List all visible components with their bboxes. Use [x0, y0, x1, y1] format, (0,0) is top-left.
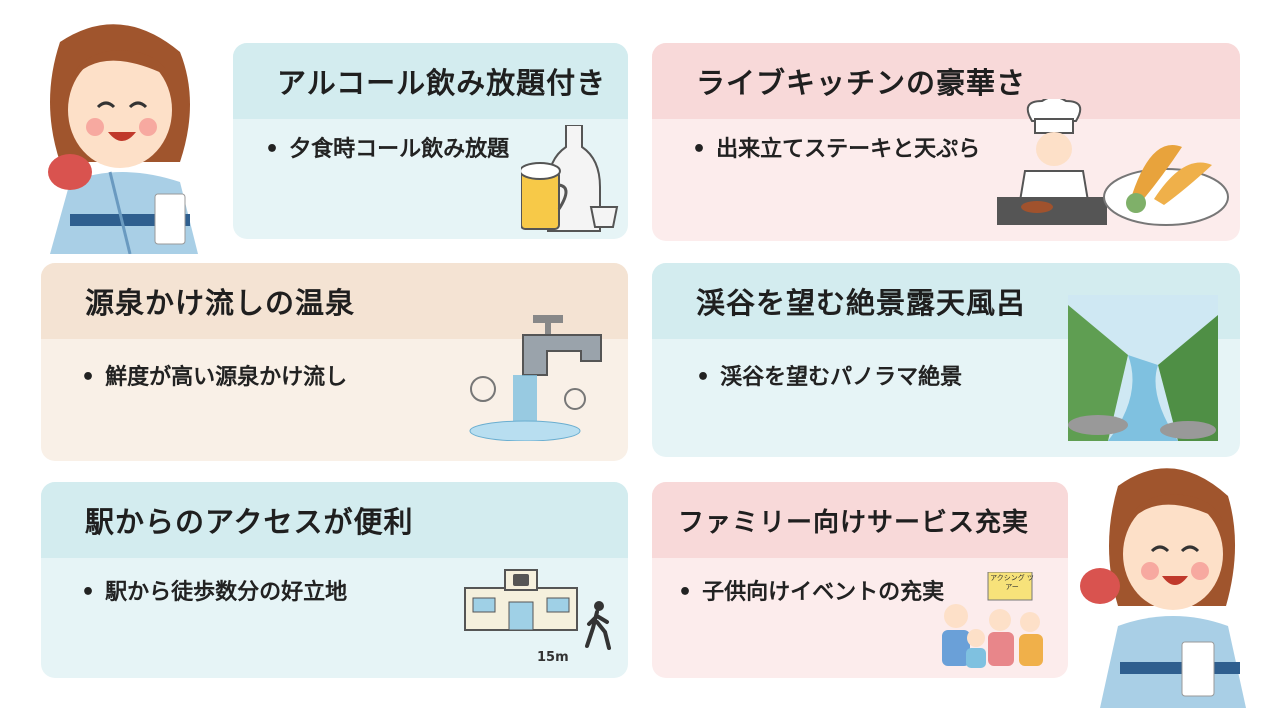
valley-icon	[1068, 295, 1218, 441]
family-icon	[942, 572, 1043, 668]
woman-icon	[48, 24, 198, 254]
card-family-services: ファミリー向けサービス充実 子供向けイベントの充実 アクシング ツアー	[652, 482, 1068, 678]
card-bullet: 出来立てステーキと天ぷら	[692, 131, 980, 163]
station-icon	[464, 569, 578, 631]
card-title: ライブキッチンの豪華さ	[652, 43, 1240, 119]
card-bullet: 鮮度が高い源泉かけ流し	[81, 359, 347, 391]
beer-sake-icon	[521, 125, 619, 232]
card-alcohol: アルコール飲み放題付き 夕食時コール飲み放題	[233, 43, 628, 239]
walk-distance: 15m	[537, 650, 569, 665]
card-bullet: 駅から徒歩数分の好立地	[81, 574, 347, 606]
card-title: ファミリー向けサービス充実	[652, 482, 1068, 558]
card-title: 源泉かけ流しの温泉	[41, 263, 628, 339]
chef-icon	[997, 99, 1107, 225]
walker-icon	[585, 601, 611, 650]
card-title: 駅からのアクセスが便利	[41, 482, 628, 558]
card-bullet: 子供向けイベントの充実	[678, 574, 944, 606]
faucet-icon	[469, 315, 602, 441]
card-valley-bath: 渓谷を望む絶景露天風呂 渓谷を望むパノラマ絶景	[652, 263, 1240, 457]
family-sign-text: アクシング ツアー	[990, 574, 1034, 591]
woman-icon	[1080, 468, 1246, 708]
card-station-access: 駅からのアクセスが便利 駅から徒歩数分の好立地 15m	[41, 482, 628, 678]
card-hot-spring: 源泉かけ流しの温泉 鮮度が高い源泉かけ流し	[41, 263, 628, 461]
card-title: アルコール飲み放題付き	[233, 43, 628, 119]
card-bullet: 夕食時コール飲み放題	[265, 131, 509, 163]
tempura-icon	[1103, 145, 1229, 226]
card-live-kitchen: ライブキッチンの豪華さ 出来立てステーキと天ぷら	[652, 43, 1240, 241]
card-bullet: 渓谷を望むパノラマ絶景	[696, 359, 962, 391]
